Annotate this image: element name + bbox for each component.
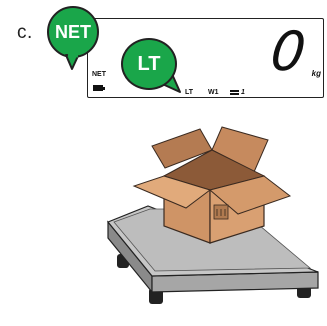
box-flap-front-left [132,175,212,209]
lt-callout-text: LT [137,52,161,75]
w1-indicator: W1 [208,89,219,96]
net-callout-text: NET [55,21,91,42]
box-flap-back-left [151,128,213,169]
box-flap-front-right [208,175,292,215]
box-label-arrows [216,209,226,216]
step-label: c. [17,22,33,43]
net-indicator: NET [92,71,106,78]
stability-number: 1 [241,89,245,96]
lt-indicator: LT [185,89,194,96]
battery-icon [93,85,103,91]
stability-icon [230,89,240,97]
battery-tip-icon [103,87,105,90]
unit-label: kg [311,69,321,78]
lt-callout-bubble: LT [121,38,177,90]
